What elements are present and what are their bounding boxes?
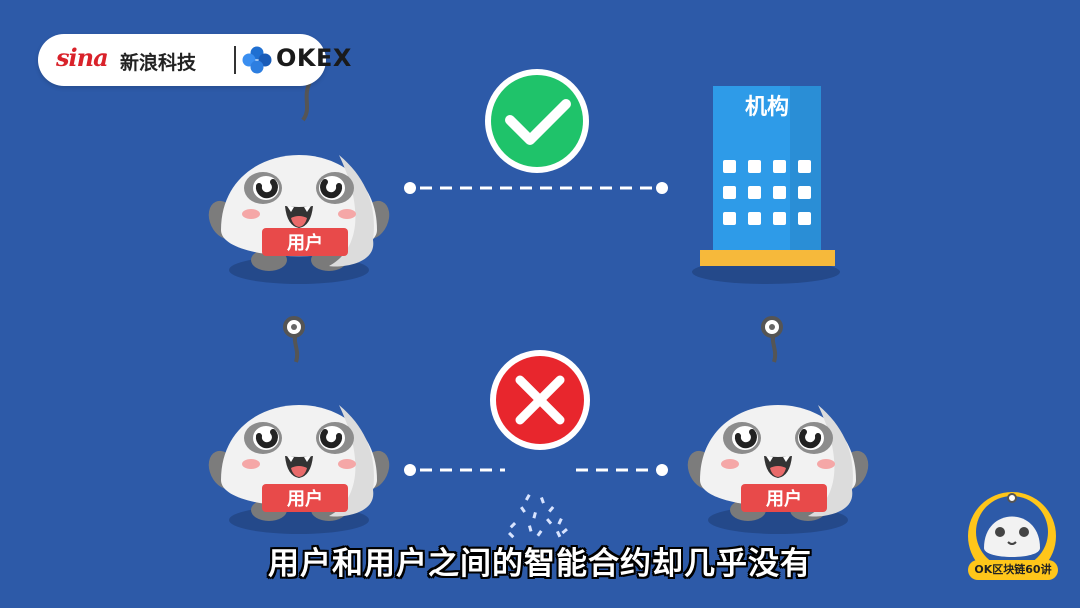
cross-icon <box>490 350 590 450</box>
sina-tech-label: 新浪科技 <box>120 52 197 74</box>
okex-logo-text: OKEX <box>276 44 352 72</box>
connection-line-top <box>404 182 668 194</box>
corner-badge-mascot <box>968 492 1056 580</box>
user-label-bottom-left: 用户 <box>287 488 323 510</box>
institution-building-icon <box>692 86 840 284</box>
logo-divider <box>234 46 236 74</box>
check-icon <box>485 69 589 173</box>
video-subtitle: 用户和用户之间的智能合约却几乎没有 <box>268 546 812 582</box>
sina-logo: sina <box>56 43 109 72</box>
robot-user-bottom-left <box>203 316 395 534</box>
okex-logo-icon <box>242 46 272 74</box>
brand-logo-bar: sina 新浪科技 OKEX <box>38 34 351 86</box>
corner-badge-label: OK区块链60讲 <box>968 560 1058 580</box>
robot-user-top-left <box>203 81 395 284</box>
broken-connection-line <box>404 464 668 539</box>
robot-user-bottom-right <box>682 316 874 534</box>
institution-label: 机构 <box>745 94 789 120</box>
user-label-bottom-right: 用户 <box>766 488 802 510</box>
user-label-top-left: 用户 <box>287 232 323 254</box>
